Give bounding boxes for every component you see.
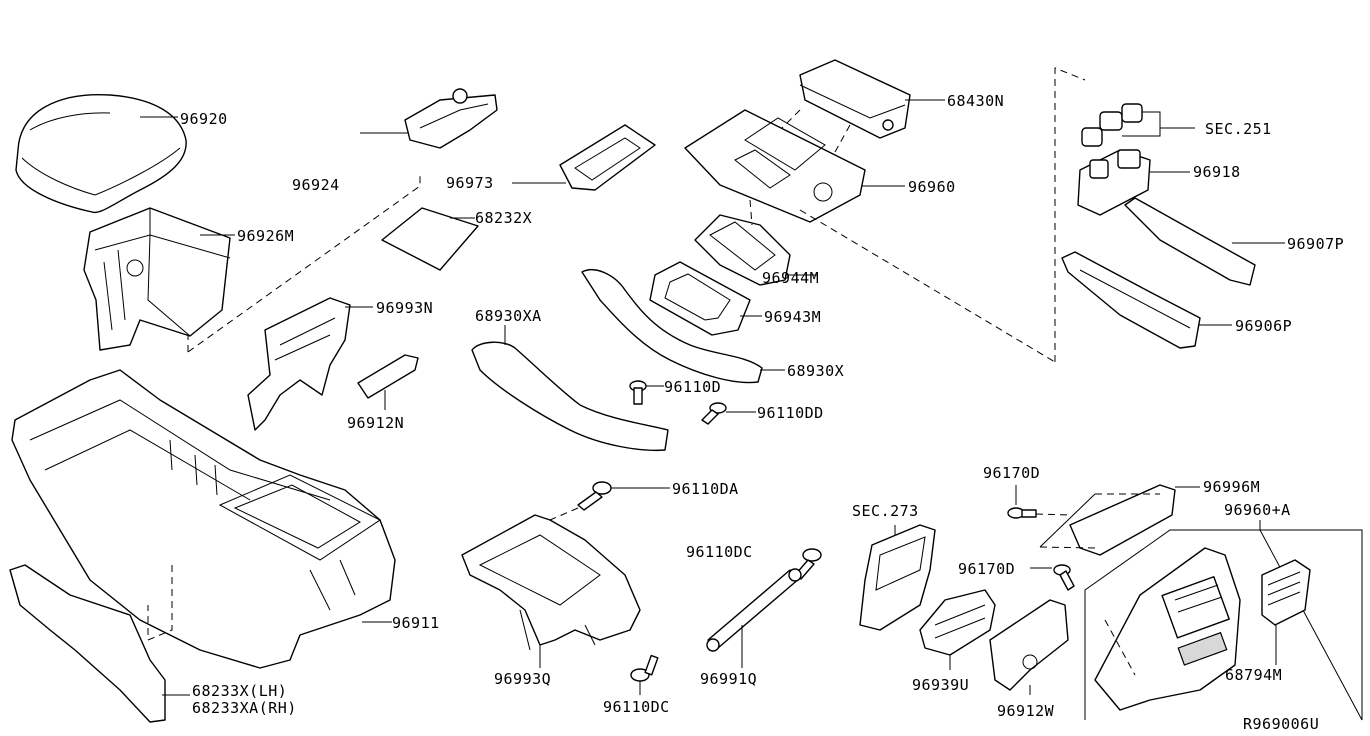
clip-96912N: [357, 354, 419, 410]
finisher-68930XA: [471, 325, 669, 452]
label-68930X: 68930X: [787, 362, 844, 380]
label-96996M: 96996M: [1203, 478, 1260, 496]
screw-96110DC-bottom: [630, 654, 659, 695]
label-68233X-LH: 68233X(LH): [192, 682, 287, 700]
tray-96973: [512, 124, 656, 191]
label-96920: 96920: [180, 110, 228, 128]
label-96110DC-top: 96110DC: [686, 543, 753, 561]
bracket-96912W: [989, 599, 1069, 695]
label-96944M: 96944M: [762, 269, 819, 287]
finisher-panel-96960: [684, 109, 905, 223]
label-96170D-lower: 96170D: [958, 560, 1015, 578]
label-96912N: 96912N: [347, 414, 404, 432]
reference-code: R969006U: [1243, 715, 1319, 733]
label-96926M: 96926M: [237, 227, 294, 245]
frame-96993Q: [461, 514, 641, 668]
label-96991Q: 96991Q: [700, 670, 757, 688]
label-96918: 96918: [1193, 163, 1241, 181]
label-96906P: 96906P: [1235, 317, 1292, 335]
label-68233XA-RH: 68233XA(RH): [192, 699, 297, 717]
finisher-68930X: [581, 269, 785, 384]
label-68930XA: 68930XA: [475, 307, 542, 325]
label-96960A: 96960+A: [1224, 501, 1291, 519]
screw-96170D-lower: [1030, 564, 1075, 591]
label-96170D-upper: 96170D: [983, 464, 1040, 482]
side-panel-68233X: [9, 564, 190, 723]
rod-96991Q: [706, 568, 802, 668]
label-96912W: 96912W: [997, 702, 1055, 720]
label-96960: 96960: [908, 178, 956, 196]
label-sec273: SEC.273: [852, 502, 919, 520]
strip-96907P: [1124, 197, 1285, 286]
indicator-96943M: [649, 261, 762, 336]
label-96110DD: 96110DD: [757, 404, 824, 422]
unit-96939U: [919, 589, 996, 670]
vent-68794M: [1261, 559, 1311, 665]
label-96939U: 96939U: [912, 676, 969, 694]
bracket-96993N: [247, 297, 373, 431]
switch-group-sec251: [1081, 103, 1195, 147]
callout-box-96960A: [1084, 520, 1363, 721]
label-96973: 96973: [446, 174, 494, 192]
screw-96110D: [629, 380, 664, 405]
label-68430N: 68430N: [947, 92, 1004, 110]
armrest-lid-96920: [15, 93, 187, 214]
label-96911: 96911: [392, 614, 440, 632]
label-96993Q: 96993Q: [494, 670, 551, 688]
unit-sec273: [859, 524, 936, 631]
screw-96110DD: [701, 402, 756, 425]
switch-bracket-96918: [1077, 149, 1190, 216]
label-sec251: SEC.251: [1205, 120, 1272, 138]
strip-96906P: [1061, 251, 1232, 349]
hinge-bracket: [360, 88, 498, 149]
label-96924: 96924: [292, 176, 340, 194]
label-68232X: 68232X: [475, 209, 532, 227]
console-box-96926M: [83, 207, 235, 351]
label-96993N: 96993N: [376, 299, 433, 317]
label-96110D: 96110D: [664, 378, 721, 396]
shifter-bracket-96944M: [694, 214, 818, 286]
label-96907P: 96907P: [1287, 235, 1344, 253]
bracket-96996M: [1069, 484, 1200, 556]
label-68794M: 68794M: [1225, 666, 1282, 684]
pad-68232X: [381, 207, 479, 271]
rear-panel-96960A: [1094, 547, 1241, 711]
main-console-96911: [11, 369, 396, 669]
label-96110DA: 96110DA: [672, 480, 739, 498]
label-96943M: 96943M: [764, 308, 821, 326]
screw-96170D-upper: [1007, 485, 1037, 519]
screw-96110DA: [577, 481, 670, 511]
label-96110DC-bottom: 96110DC: [603, 698, 670, 716]
display-68430N: [799, 59, 945, 139]
